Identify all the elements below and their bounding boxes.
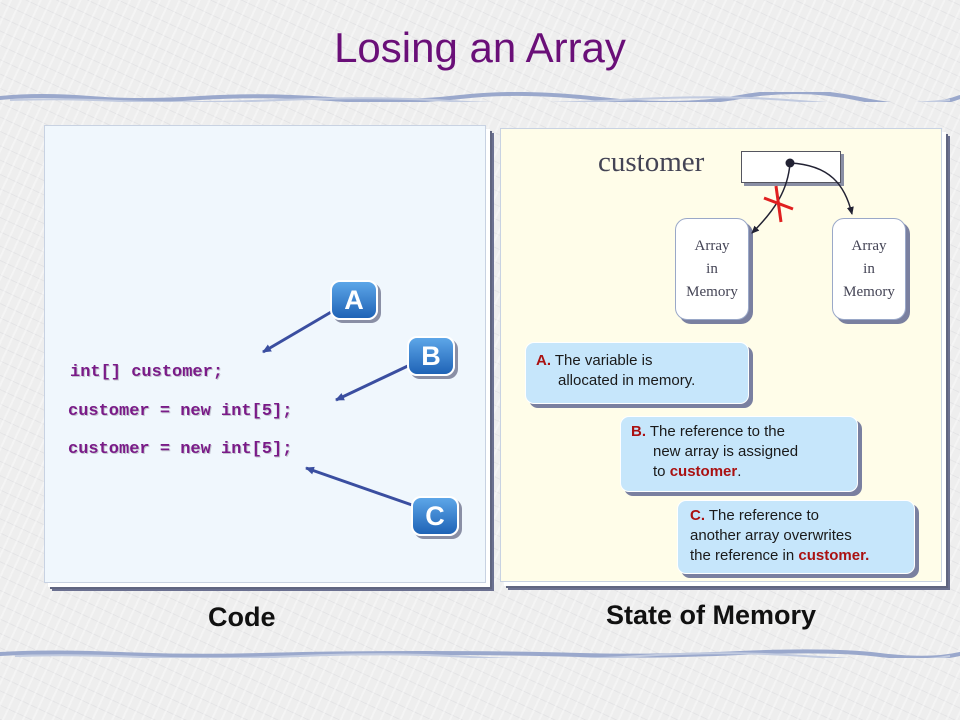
array-1-line-1: Array	[694, 237, 730, 254]
state-of-memory-label: State of Memory	[606, 600, 817, 630]
code-label: Code	[208, 602, 276, 632]
array-1-line-2: in	[706, 260, 718, 277]
badge-c: C	[411, 496, 459, 536]
note-c: C. The reference to another array overwr…	[677, 500, 915, 574]
slide-title: Losing an Array	[334, 24, 626, 71]
note-b-text-3a: to	[653, 463, 670, 480]
note-a-text-1: The variable is	[551, 352, 653, 369]
note-c-text-3a: the reference in	[690, 547, 799, 564]
array-2-line-1: Array	[851, 237, 887, 254]
top-divider	[0, 92, 960, 102]
broken-reference-cross-icon	[763, 185, 794, 223]
arrow-b	[335, 362, 413, 402]
note-b-lead: B.	[631, 423, 646, 440]
note-a-lead: A.	[536, 352, 551, 369]
array-2-line-3: Memory	[843, 283, 895, 300]
note-c-lead: C.	[690, 507, 705, 524]
note-b-text-3b: .	[737, 463, 742, 480]
new-reference-arrow	[789, 162, 854, 215]
badge-a: A	[330, 280, 378, 320]
note-b-variable: customer	[669, 463, 738, 480]
array-1-line-3: Memory	[686, 283, 738, 300]
arrow-a	[262, 306, 339, 354]
note-b-text-1: The reference to the	[646, 423, 785, 440]
customer-variable-label: customer	[598, 146, 705, 178]
note-b-text-2: new array is assigned	[653, 443, 799, 460]
array-2-line-2: in	[863, 260, 875, 277]
badge-b: B	[407, 336, 455, 376]
note-c-variable: customer.	[798, 547, 870, 564]
note-a: A. The variable is allocated in memory.	[525, 342, 749, 404]
note-c-text-2: another array overwrites	[690, 527, 852, 544]
bottom-divider	[0, 649, 960, 658]
code-line-declaration: int[] customer;	[70, 363, 224, 382]
code-line-first-assignment: customer = new int[5];	[68, 402, 293, 421]
note-b: B. The reference to the new array is ass…	[620, 416, 858, 492]
code-line-second-assignment: customer = new int[5];	[68, 440, 293, 459]
note-c-text-1: The reference to	[705, 507, 819, 524]
array-in-memory-1: Array in Memory	[675, 218, 749, 320]
arrow-c	[305, 466, 413, 507]
note-a-text-2: allocated in memory.	[558, 372, 696, 389]
array-in-memory-2: Array in Memory	[832, 218, 906, 320]
old-reference-arrow	[751, 162, 791, 234]
